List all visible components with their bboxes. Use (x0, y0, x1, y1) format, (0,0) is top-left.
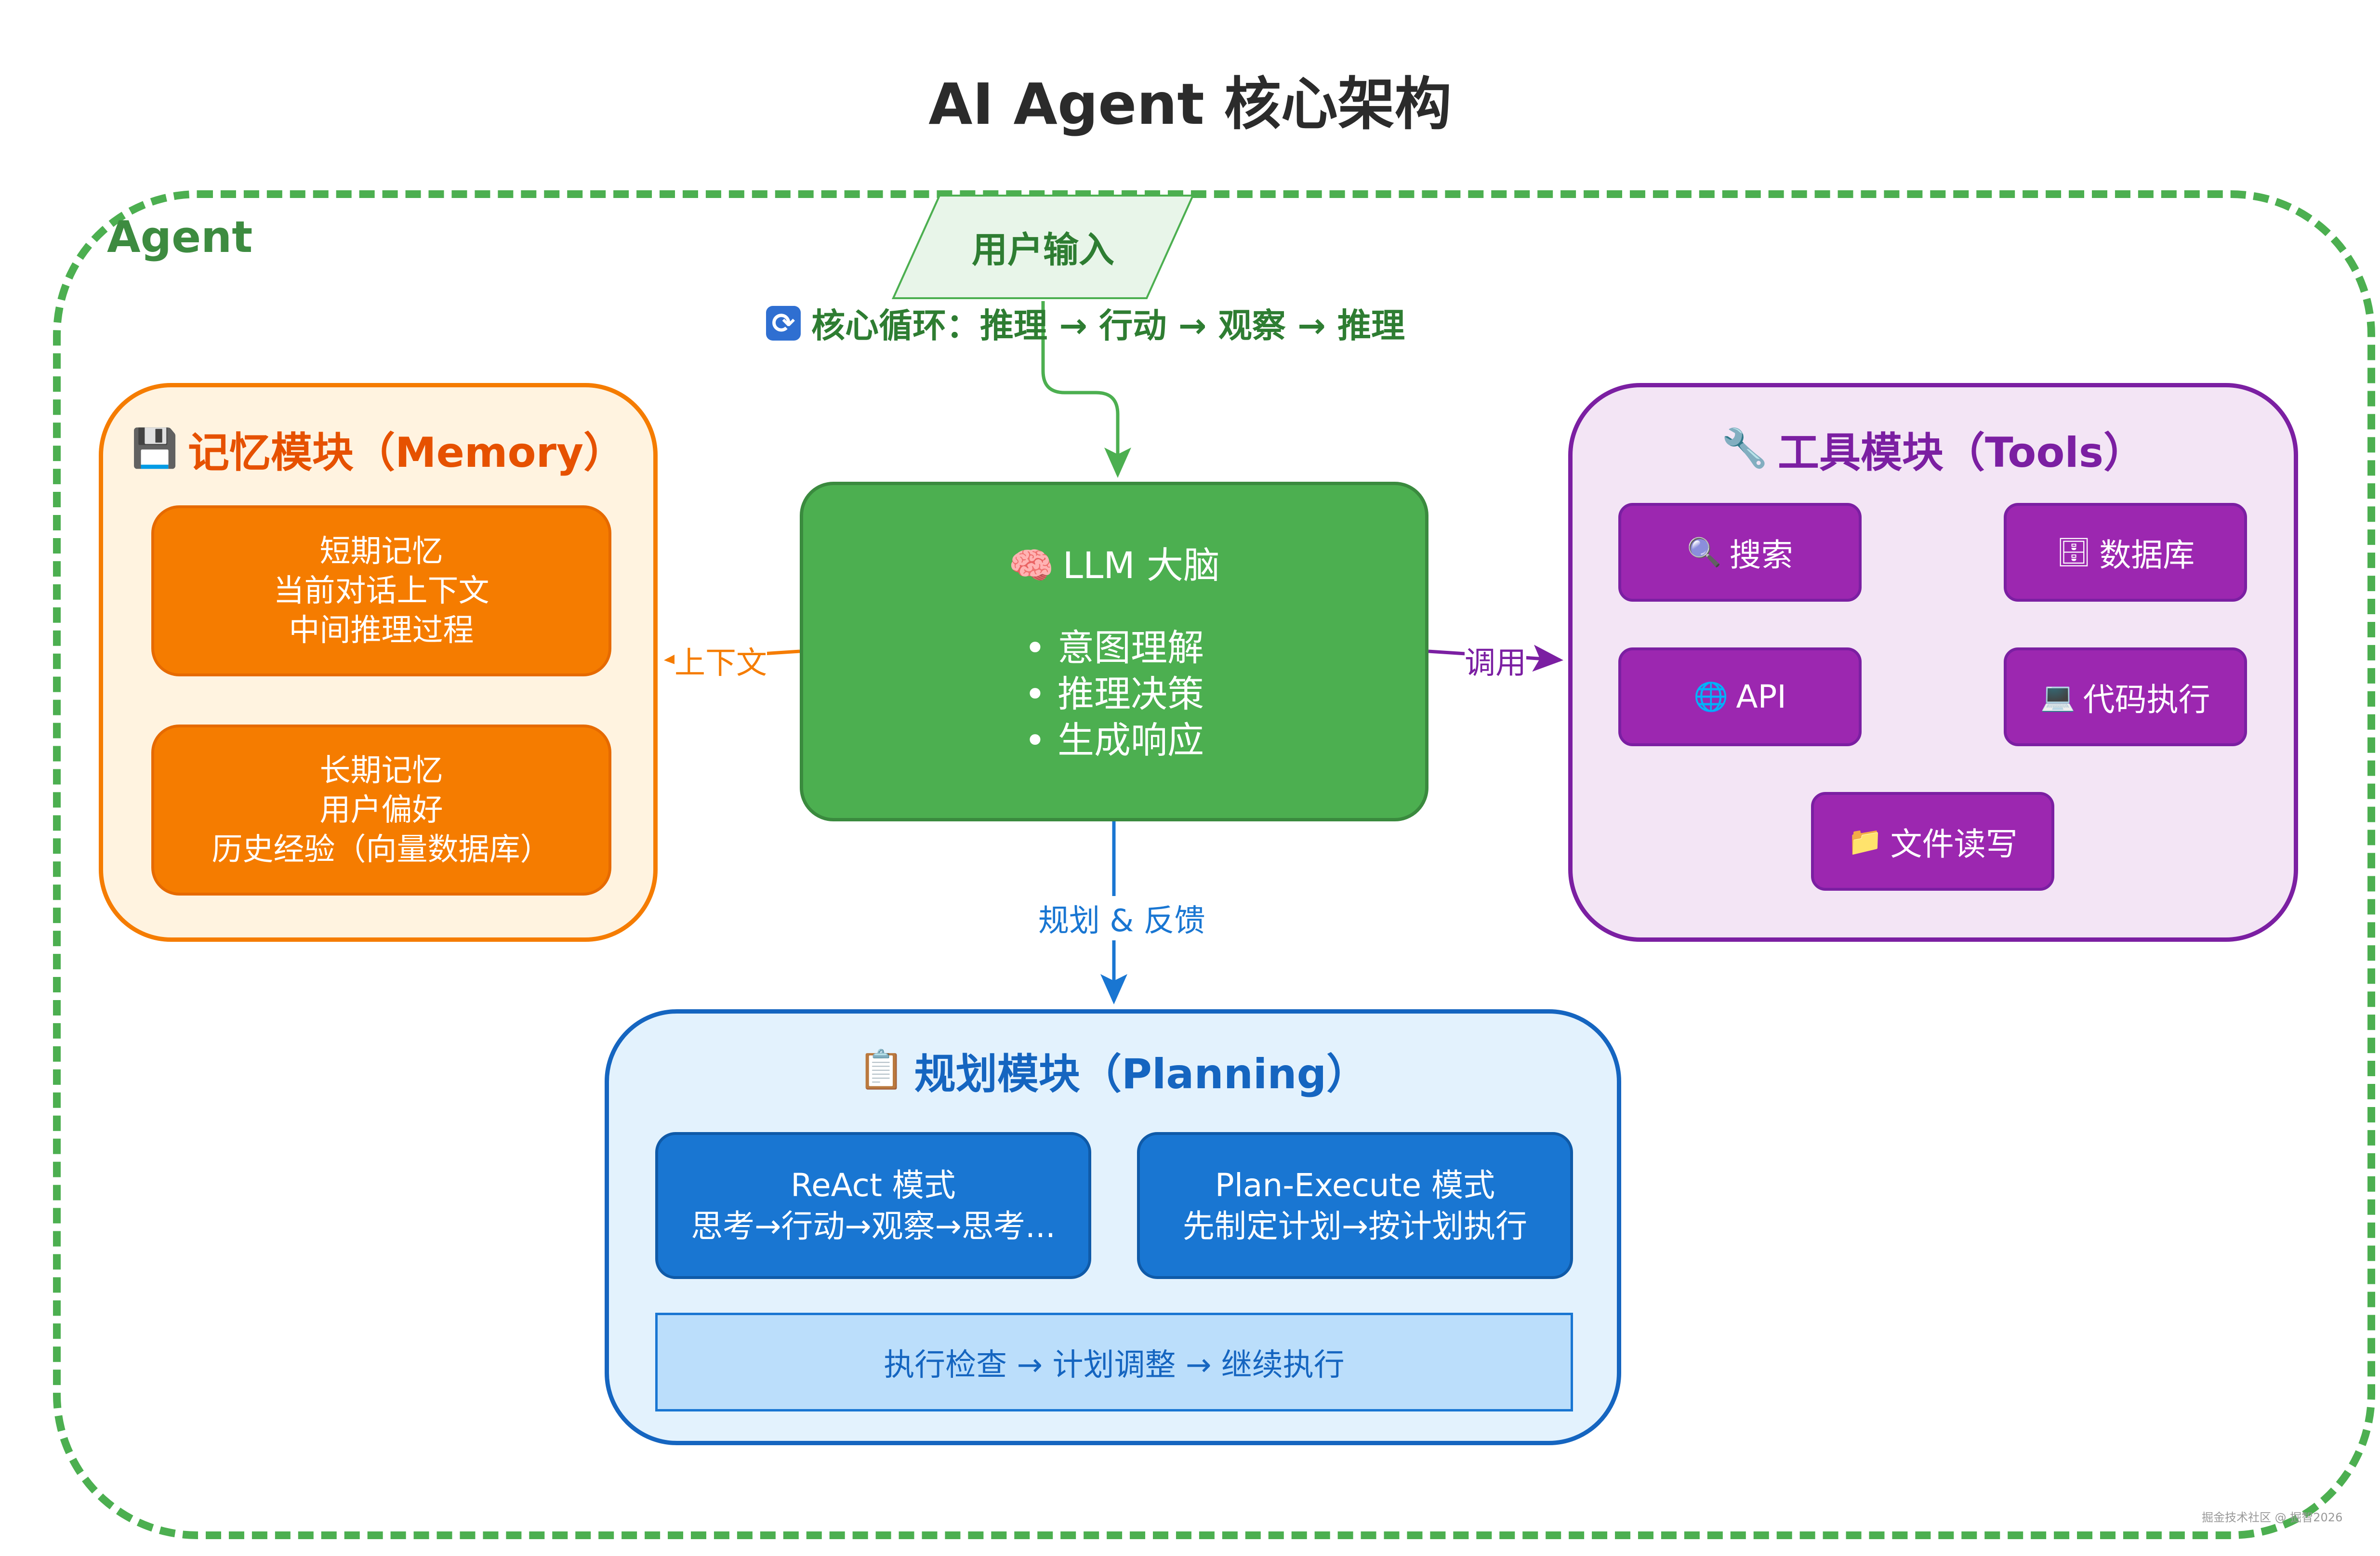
floppy-disk-icon: 💾 (131, 427, 179, 470)
tool-file-io-label: 文件读写 (1890, 825, 2018, 863)
plan-execute-desc: 先制定计划→按计划执行 (1182, 1207, 1528, 1245)
agent-label: Agent (107, 212, 253, 263)
wrench-icon: 🔧 (1721, 427, 1769, 470)
memory-module: 💾 记忆模块（Memory） 短期记忆 当前对话上下文 中间推理过程 长期记忆 … (99, 383, 658, 942)
llm-item-reasoning: • 推理决策 (1024, 673, 1204, 715)
page-title: AI Agent 核心架构 (928, 71, 1452, 137)
tools-title: 🔧 工具模块（Tools） (1573, 419, 2294, 479)
edge-label-plan-feedback: 规划 & 反馈 (1033, 896, 1210, 940)
tool-database-label: 数据库 (2099, 536, 2195, 574)
tool-search-label: 搜索 (1729, 536, 1793, 574)
long-term-memory-box: 长期记忆 用户偏好 历史经验（向量数据库） (151, 725, 611, 896)
memory-title: 💾 记忆模块（Memory） (103, 419, 653, 479)
short-term-line-1: 当前对话上下文 (273, 573, 489, 609)
planning-title-text: 规划模块（Planning） (914, 1050, 1368, 1098)
plan-execute-box: Plan-Execute 模式 先制定计划→按计划执行 (1137, 1132, 1573, 1279)
react-mode-box: ReAct 模式 思考→行动→观察→思考... (655, 1132, 1091, 1279)
file-cabinet-icon: 🗄 (2056, 536, 2092, 568)
llm-brain-node: 🧠LLM 大脑 • 意图理解 • 推理决策 • 生成响应 (800, 482, 1428, 821)
llm-title: 🧠LLM 大脑 (803, 536, 1425, 589)
brain-icon: 🧠 (1008, 544, 1054, 587)
plan-execute-title: Plan-Execute 模式 (1215, 1166, 1495, 1204)
core-loop-label: ⟳ 核心循环：推理 → 行动 → 观察 → 推理 (766, 299, 1405, 347)
edge-input-to-llm (1041, 301, 1131, 478)
llm-title-text: LLM 大脑 (1062, 544, 1220, 587)
clipboard-icon: 📋 (858, 1048, 905, 1092)
tool-database: 🗄数据库 (2004, 503, 2247, 602)
tool-search: 🔍搜索 (1618, 503, 1862, 602)
long-term-title: 长期记忆 (319, 752, 443, 789)
core-loop-text: 核心循环：推理 → 行动 → 观察 → 推理 (811, 306, 1405, 345)
folder-icon: 📁 (1848, 825, 1883, 857)
tool-api-label: API (1736, 678, 1786, 715)
llm-item-response: • 生成响应 (1024, 719, 1204, 762)
long-term-line-2: 历史经验（向量数据库） (212, 831, 551, 868)
user-input-shape (891, 195, 1195, 299)
user-input-label: 用户输入 (972, 229, 1114, 271)
planning-title: 📋 规划模块（Planning） (609, 1040, 1617, 1100)
tools-module: 🔧 工具模块（Tools） 🔍搜索 🗄数据库 🌐API 💻代码执行 📁文件读写 (1568, 383, 2298, 942)
short-term-memory-box: 短期记忆 当前对话上下文 中间推理过程 (151, 505, 611, 676)
react-title: ReAct 模式 (791, 1166, 956, 1204)
agent-boundary (53, 190, 2375, 1539)
short-term-title: 短期记忆 (319, 533, 443, 569)
tool-file-io: 📁文件读写 (1811, 792, 2054, 891)
memory-title-text: 记忆模块（Memory） (188, 429, 625, 477)
llm-capabilities: • 意图理解 • 推理决策 • 生成响应 (803, 625, 1425, 764)
edge-label-context: 上下文 (674, 638, 767, 683)
tool-code-exec: 💻代码执行 (2004, 647, 2247, 746)
cycle-arrows-icon: ⟳ (766, 305, 801, 341)
react-desc: 思考→行动→观察→思考... (691, 1207, 1056, 1245)
user-input-node: 用户输入 (891, 193, 1195, 301)
watermark: 掘金技术社区 @ 掘智2026 (2202, 1511, 2343, 1524)
globe-icon: 🌐 (1693, 680, 1729, 713)
magnifier-icon: 🔍 (1687, 536, 1722, 568)
llm-item-intent: • 意图理解 (1024, 626, 1204, 669)
laptop-icon: 💻 (2040, 680, 2076, 713)
execution-check-bar: 执行检查 → 计划调整 → 继续执行 (655, 1313, 1573, 1411)
long-term-line-1: 用户偏好 (319, 792, 443, 828)
edge-label-call: 调用 (1465, 638, 1526, 683)
tool-code-exec-label: 代码执行 (2083, 681, 2210, 718)
tools-title-text: 工具模块（Tools） (1778, 429, 2145, 477)
short-term-line-2: 中间推理过程 (289, 612, 474, 648)
tool-api: 🌐API (1618, 647, 1862, 746)
